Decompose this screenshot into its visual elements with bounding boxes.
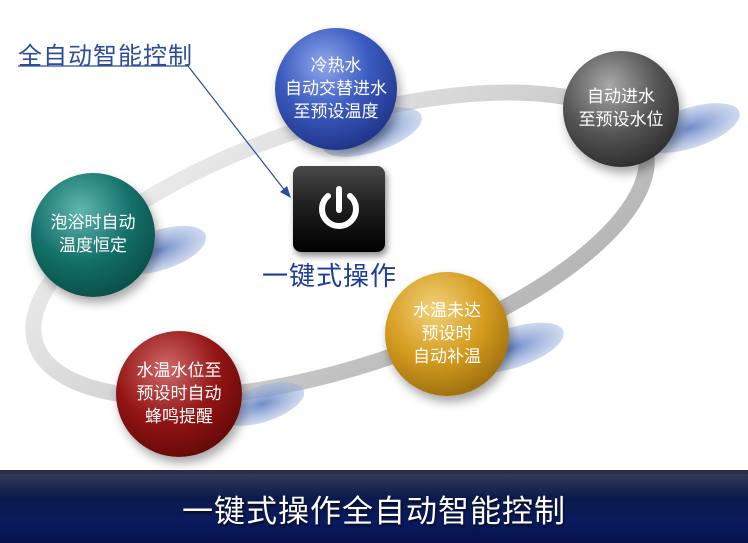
power-icon [319, 186, 359, 229]
node-auto-reheat-label: 水温未达 预设时 自动补温 [413, 300, 481, 367]
node-auto-fill-label: 自动进水 至预设水位 [578, 87, 664, 130]
node-hot-cold-water: 冷热水 自动交替进水 至预设温度 [275, 28, 397, 150]
node-bath-constant-temp-label: 泡浴时自动 温度恒定 [50, 213, 136, 256]
one-key-power-button[interactable] [293, 166, 385, 252]
node-beep-alert: 水温水位至 预设时自动 蜂鸣提醒 [116, 331, 242, 457]
callout-label: 全自动智能控制 [18, 42, 193, 70]
node-auto-reheat: 水温未达 预设时 自动补温 [385, 272, 509, 396]
node-beep-alert-label: 水温水位至 预设时自动 蜂鸣提醒 [136, 360, 222, 427]
callout-arrow-line [187, 65, 287, 193]
callout-arrow-head [280, 186, 291, 198]
one-key-label: 一键式操作 [262, 262, 398, 292]
footer-title: 一键式操作全自动智能控制 [182, 494, 566, 530]
shadow-alarm [219, 382, 305, 426]
footer-banner: 一键式操作全自动智能控制 [0, 470, 748, 543]
node-auto-fill: 自动进水 至预设水位 [563, 51, 679, 167]
node-bath-constant-temp: 泡浴时自动 温度恒定 [31, 173, 155, 297]
node-hot-cold-water-label: 冷热水 自动交替进水 至预设温度 [285, 55, 387, 122]
